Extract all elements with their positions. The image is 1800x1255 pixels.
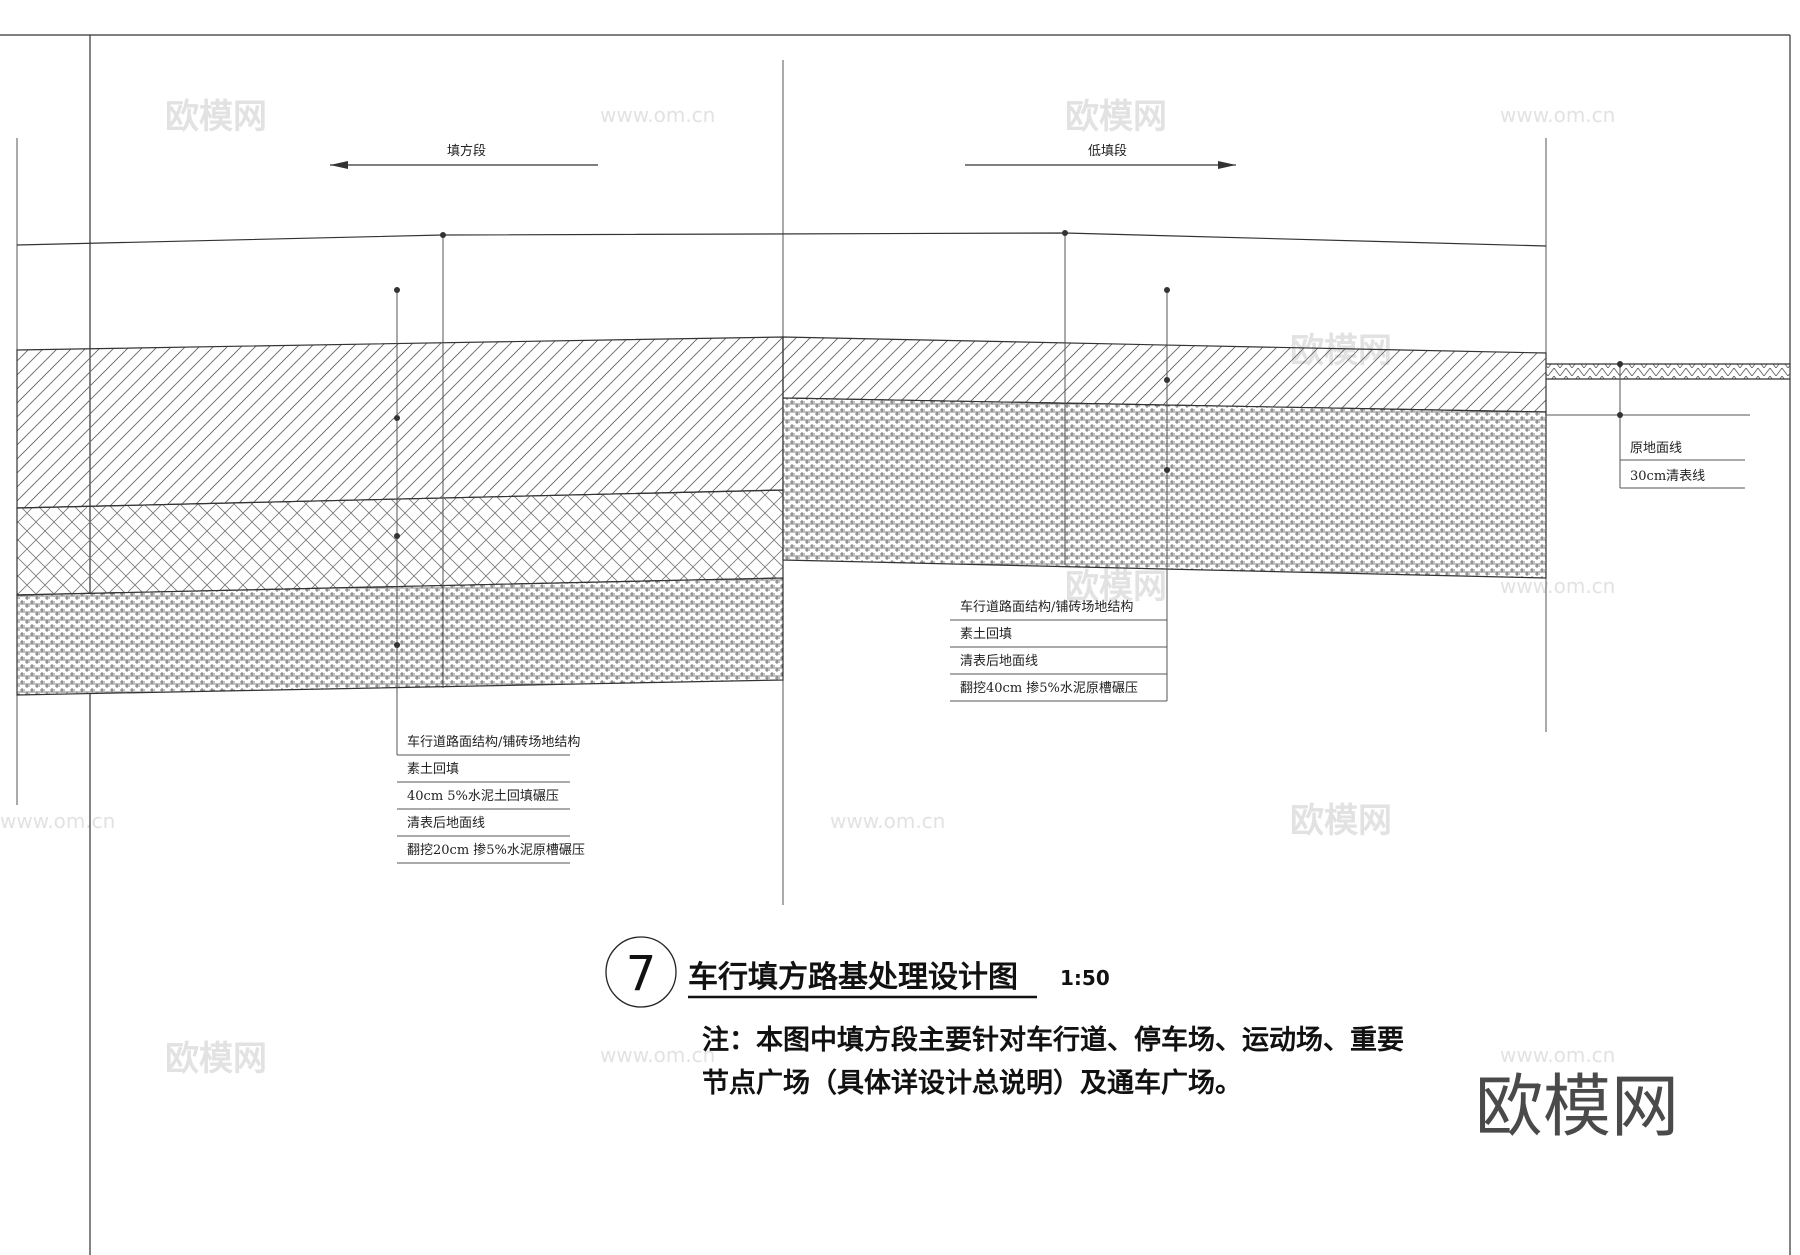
watermark-brand: 欧模网 — [165, 1039, 267, 1079]
brand-watermark: 欧模网 — [1475, 1068, 1679, 1147]
watermark-brand: 欧模网 — [1065, 97, 1167, 137]
left-label-1: 车行道路面结构/铺砖场地结构 — [407, 734, 580, 750]
watermark-url: www.om.cn — [1500, 103, 1615, 127]
direction-arrows: 填方段 低填段 — [330, 143, 1236, 169]
mid-label-table: 车行道路面结构/铺砖场地结构 素土回填 清表后地面线 翻挖40cm 掺5%水泥原… — [950, 565, 1168, 702]
left-fill-section — [16, 336, 784, 696]
low-fill-section-label: 低填段 — [1088, 144, 1127, 159]
right-label-table: 原地面线 30cm清表线 — [1619, 440, 1745, 489]
mid-label-1: 车行道路面结构/铺砖场地结构 — [960, 599, 1133, 615]
drawing-title: 车行填方路基处理设计图 — [688, 960, 1018, 995]
watermark-url: www.om.cn — [830, 809, 945, 833]
note-line-1: 注：本图中填方段主要针对车行道、停车场、运动场、重要 — [702, 1024, 1404, 1056]
original-ground — [1546, 363, 1790, 416]
fill-section-label: 填方段 — [447, 143, 486, 159]
watermark-url: www.om.cn — [1500, 1043, 1615, 1067]
watermark-brand: 欧模网 — [165, 97, 267, 137]
watermark-url: www.om.cn — [1500, 574, 1615, 598]
notes: 注：本图中填方段主要针对车行道、停车场、运动场、重要 节点广场（具体详设计总说明… — [702, 1024, 1404, 1099]
right-label-1: 原地面线 — [1630, 441, 1682, 456]
low-fill-section — [782, 336, 1547, 579]
mid-label-4: 翻挖40cm 掺5%水泥原槽碾压 — [960, 680, 1138, 696]
watermark-brand: 欧模网 — [1290, 801, 1392, 841]
leader-lines — [394, 230, 1623, 755]
watermark-url: www.om.cn — [600, 1043, 715, 1067]
watermark-url: www.om.cn — [600, 103, 715, 127]
mid-label-2: 素土回填 — [960, 627, 1012, 642]
design-surface-line — [16, 232, 1547, 247]
left-label-3: 40cm 5%水泥土回填碾压 — [407, 789, 559, 804]
right-label-2: 30cm清表线 — [1630, 469, 1705, 484]
watermark-brand: 欧模网 — [1065, 567, 1167, 607]
left-label-5: 翻挖20cm 掺5%水泥原槽碾压 — [407, 842, 585, 858]
watermark-url: www.om.cn — [0, 809, 115, 833]
mid-label-3: 清表后地面线 — [960, 654, 1038, 669]
left-label-4: 清表后地面线 — [407, 816, 485, 831]
left-label-table: 车行道路面结构/铺砖场地结构 素土回填 40cm 5%水泥土回填碾压 清表后地面… — [397, 734, 585, 864]
title-block: 7 车行填方路基处理设计图 1:50 — [605, 936, 1110, 1008]
left-label-2: 素土回填 — [407, 762, 459, 777]
note-line-2: 节点广场（具体详设计总说明）及通车广场。 — [702, 1067, 1242, 1099]
drawing-scale: 1:50 — [1060, 966, 1110, 990]
drawing-number: 7 — [626, 946, 657, 1002]
